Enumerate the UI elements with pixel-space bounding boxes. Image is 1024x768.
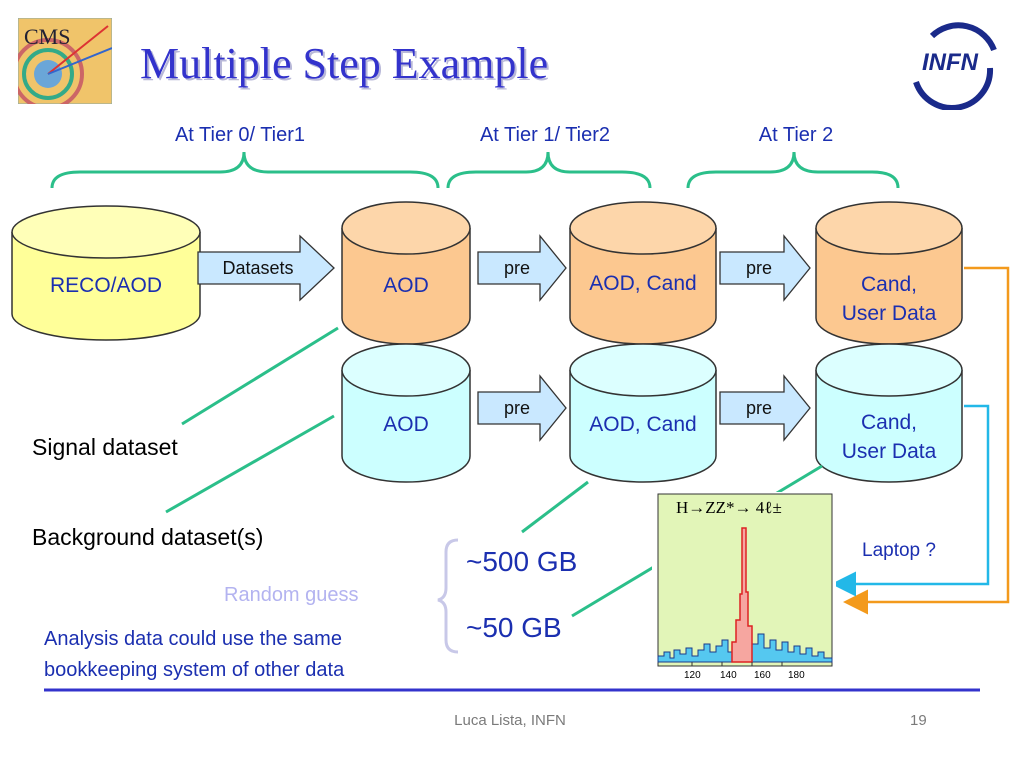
- arrow-label-top-pre-1: pre: [503, 258, 530, 278]
- label-top-cand-user: Cand, User Data: [841, 273, 937, 325]
- size-50gb: ~50 GB: [466, 612, 562, 643]
- size500-link: [521, 480, 589, 534]
- bracket-tier-2: [686, 151, 900, 189]
- tier-label-1-2: At Tier 1/ Tier2: [479, 124, 611, 146]
- arrow-datasets: [197, 234, 335, 302]
- bracket-tier-1-2: [446, 151, 652, 189]
- cyan-connector: [831, 404, 990, 597]
- infn-logo: INFN: [902, 20, 1002, 111]
- svg-text:CMS: CMS: [24, 24, 70, 49]
- cylinder-bottom-aod-cand: [569, 343, 717, 483]
- label-reco-aod: RECO/AOD: [49, 274, 162, 297]
- footer-author: Luca Lista, INFN: [454, 712, 566, 729]
- arrow-label-bottom-pre-1: pre: [503, 398, 530, 418]
- cylinder-top-aod: [341, 201, 471, 345]
- analysis-note-line-2: bookkeeping system of other data: [44, 659, 345, 681]
- cylinder-top-aod-cand: [569, 201, 717, 345]
- label-bottom-aod: AOD: [383, 413, 429, 436]
- arrow-label-datasets: Datasets: [222, 258, 294, 278]
- hist-xtick-160: 160: [754, 670, 771, 681]
- histogram-title: H→ZZ*→ 4ℓ±: [676, 498, 782, 517]
- size-500gb: ~500 GB: [466, 546, 578, 577]
- orange-connector: [843, 266, 1010, 615]
- arrow-top-pre-2: [719, 234, 811, 302]
- background-link: [165, 414, 335, 514]
- cms-logo: CMS: [12, 17, 113, 110]
- page-number: 19: [910, 712, 927, 729]
- tier-label-0-1: At Tier 0/ Tier1: [174, 124, 306, 146]
- page-title: Multiple Step Example: [140, 39, 549, 88]
- tier-label-2: At Tier 2: [758, 124, 834, 146]
- signal-link: [181, 326, 339, 426]
- bracket-tier-0-1: [50, 151, 440, 189]
- cylinder-reco-aod: [11, 205, 201, 341]
- cylinder-bottom-aod: [341, 343, 471, 483]
- analysis-note-line-1: Analysis data could use the same: [44, 628, 342, 650]
- signal-dataset-label: Signal dataset: [32, 434, 178, 460]
- arrow-bottom-pre-1: [477, 374, 567, 442]
- size-brace: [437, 538, 459, 654]
- label-top-aod: AOD: [383, 274, 429, 297]
- analysis-note: Analysis data could use the same bookkee…: [44, 624, 344, 686]
- arrow-label-bottom-pre-2: pre: [745, 398, 772, 418]
- svg-text:INFN: INFN: [922, 49, 979, 76]
- label-bottom-aod-cand: AOD, Cand: [589, 413, 697, 436]
- label-bottom-cand-user: Cand, User Data: [841, 411, 937, 463]
- label-top-aod-cand: AOD, Cand: [589, 272, 697, 295]
- laptop-label: Laptop ?: [862, 540, 936, 561]
- arrow-label-top-pre-2: pre: [745, 258, 772, 278]
- hist-xtick-140: 140: [720, 670, 737, 681]
- arrow-bottom-pre-2: [719, 374, 811, 442]
- hist-xtick-120: 120: [684, 670, 701, 681]
- hist-xtick-180: 180: [788, 670, 805, 681]
- histogram-thumbnail: [652, 492, 836, 686]
- arrow-top-pre-1: [477, 234, 567, 302]
- background-dataset-label: Background dataset(s): [32, 524, 264, 550]
- cylinder-top-cand-user: [815, 201, 963, 345]
- cylinder-bottom-cand-user: [815, 343, 963, 483]
- random-guess-label: Random guess: [224, 584, 359, 606]
